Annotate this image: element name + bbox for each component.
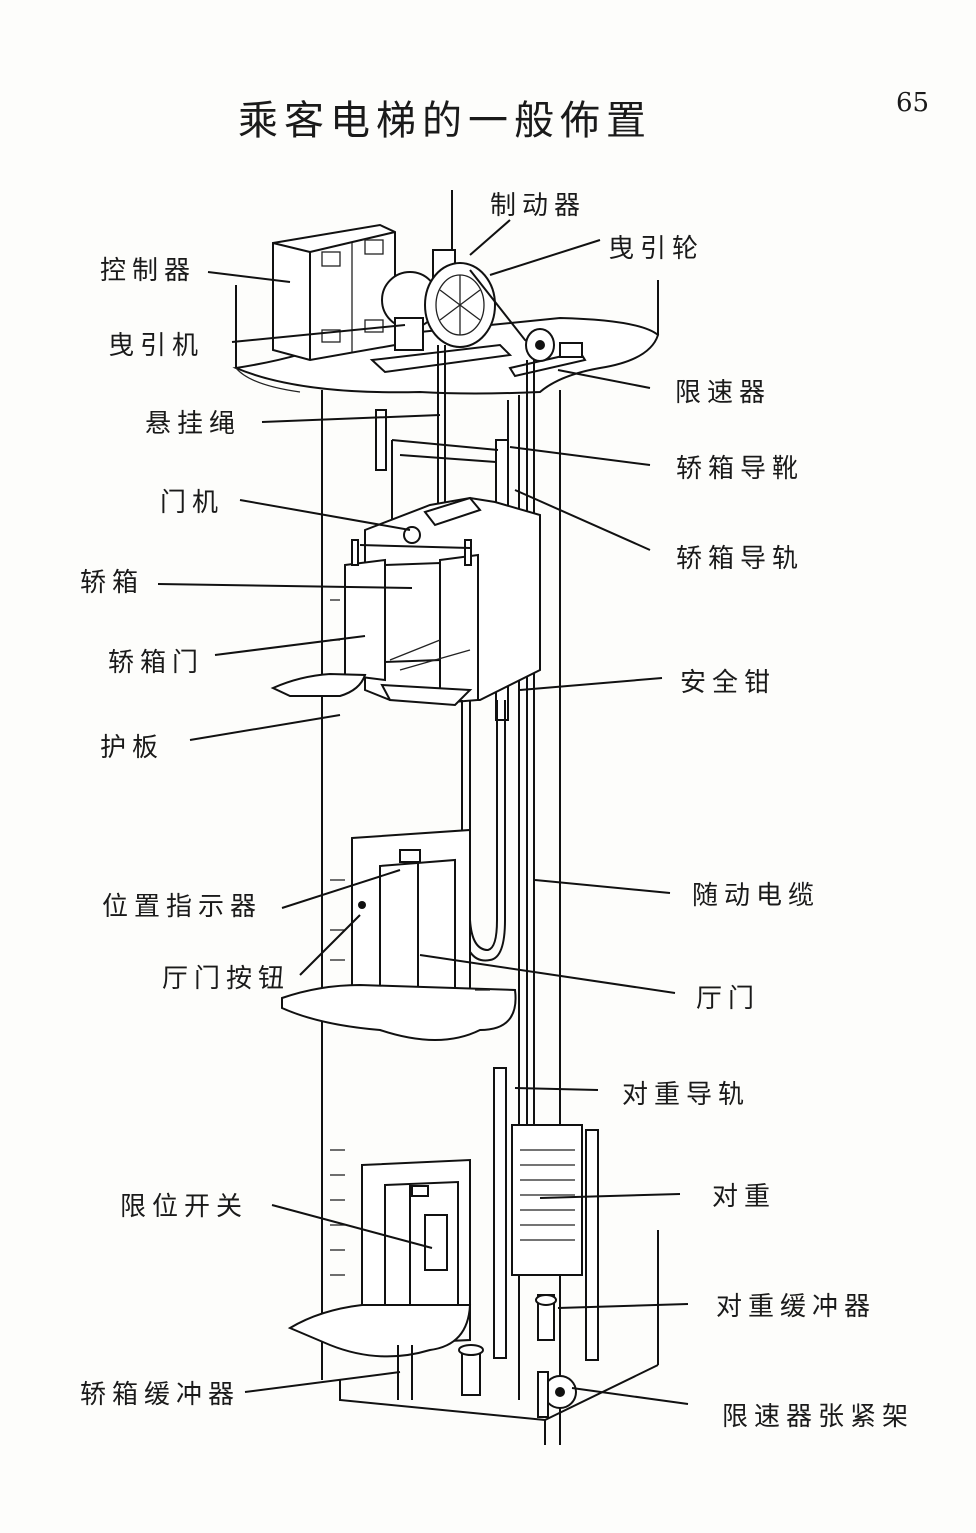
brick-hatching (330, 599, 490, 1276)
label-limit-switch: 限位开关 (120, 1192, 249, 1222)
label-governor: 限速器 (675, 378, 772, 408)
counterweight-assembly (493, 1067, 599, 1361)
controller-cabinet (272, 223, 396, 362)
label-door-operator: 门机 (160, 488, 225, 518)
label-suspension-rope: 悬挂绳 (145, 409, 242, 439)
label-car-guide-rail: 轿箱导轨 (676, 544, 805, 574)
governor (508, 328, 587, 378)
label-car: 轿箱 (80, 568, 145, 598)
label-toe-guard: 护板 (100, 733, 165, 763)
page-number: 65 (896, 88, 930, 118)
landing-door-lower (287, 1158, 472, 1358)
elevator-car (344, 496, 541, 707)
label-controller: 控制器 (100, 256, 197, 286)
label-cwt-guide-rail: 对重导轨 (622, 1080, 751, 1110)
label-car-guide-shoe: 轿箱导靴 (676, 454, 805, 484)
label-landing-door: 厅门 (696, 984, 761, 1014)
label-brake: 制动器 (490, 191, 587, 221)
label-counterweight: 对重 (712, 1182, 777, 1212)
page-title: 乘客电梯的一般佈置 (238, 98, 652, 144)
label-cwt-buffer: 对重缓冲器 (716, 1292, 877, 1322)
label-car-door: 轿箱门 (108, 648, 205, 678)
label-governor-tension: 限速器张紧架 (722, 1402, 915, 1432)
label-position-indicator: 位置指示器 (102, 892, 263, 922)
governor-tension-sheave (537, 1371, 577, 1418)
label-safety-gear: 安全钳 (680, 668, 777, 698)
leader-lines (157, 219, 689, 1405)
label-car-buffer: 轿箱缓冲器 (80, 1380, 241, 1410)
label-traction-sheave: 曳引轮 (608, 234, 705, 264)
toe-guard (270, 672, 367, 697)
label-traction-machine: 曳引机 (108, 331, 205, 361)
landing-door-middle (281, 828, 517, 1041)
label-hall-button: 厅门按钮 (162, 964, 291, 994)
label-travelling-cable: 随动电缆 (692, 881, 821, 911)
